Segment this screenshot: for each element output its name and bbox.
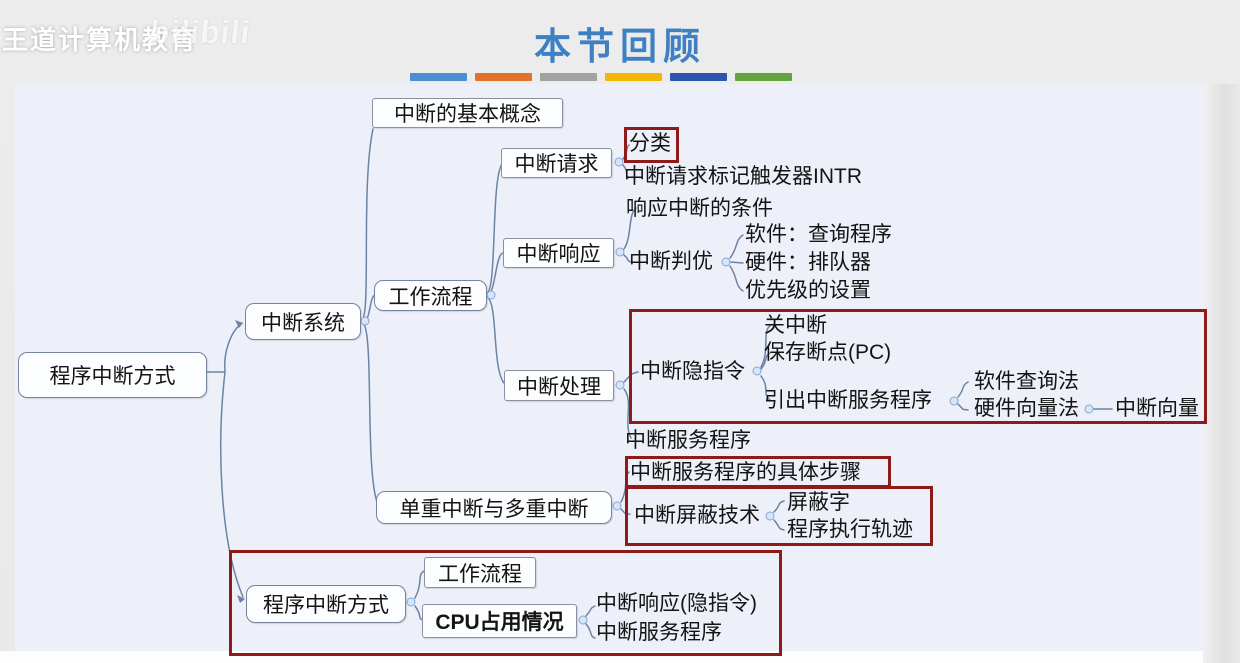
collapse-dot — [721, 257, 731, 267]
node-single-multiple: 单重中断与多重中断 — [376, 491, 612, 524]
label-masking-technology: 中断屏蔽技术 — [634, 504, 760, 527]
collapse-dot — [949, 396, 959, 406]
label-arbitration: 中断判优 — [629, 250, 713, 273]
label-isr-bottom: 中断服务程序 — [596, 621, 722, 644]
node-interrupt-response: 中断响应 — [503, 238, 614, 268]
node-interrupt-processing: 中断处理 — [504, 370, 614, 401]
node-cpu-usage: CPU占用情况 — [422, 604, 577, 638]
collapse-dot — [615, 247, 625, 257]
label-mask-word: 屏蔽字 — [787, 491, 850, 514]
label-hardware-vector-method: 硬件向量法 — [974, 397, 1079, 420]
label-save-breakpoint: 保存断点(PC) — [764, 341, 892, 364]
collapse-dot — [615, 380, 625, 390]
accent-bar-gray — [540, 73, 597, 81]
label-software-query-method: 软件查询法 — [974, 370, 1079, 393]
label-isr: 中断服务程序 — [625, 429, 751, 452]
node-workflow-top: 工作流程 — [374, 280, 487, 311]
label-priority-setting: 优先级的设置 — [745, 279, 871, 302]
collapse-dots — [360, 157, 1094, 625]
collapse-dot — [360, 316, 370, 326]
collapse-dot — [486, 290, 496, 300]
node-program-interrupt-mode: 程序中断方式 — [246, 585, 406, 623]
node-interrupt-system: 中断系统 — [245, 303, 361, 340]
label-lead-to-isr: 引出中断服务程序 — [764, 389, 932, 412]
label-implicit-instruction: 中断隐指令 — [640, 360, 745, 383]
node-interrupt-request: 中断请求 — [501, 148, 612, 178]
label-response-condition: 响应中断的条件 — [626, 197, 773, 220]
label-software-query-program: 软件：查询程序 — [745, 223, 892, 246]
node-basic-concept: 中断的基本概念 — [372, 98, 563, 128]
label-response-implicit: 中断响应(隐指令) — [596, 592, 757, 615]
label-disable-interrupt: 关中断 — [764, 314, 827, 337]
node-root: 程序中断方式 — [18, 352, 207, 398]
accent-bar-green — [735, 73, 792, 81]
arrowhead-icon — [235, 320, 245, 603]
label-interrupt-vector: 中断向量 — [1115, 397, 1199, 420]
brand-watermark: 王道计算机教育 — [2, 25, 199, 55]
collapse-dot — [578, 615, 588, 625]
collapse-dot — [765, 511, 775, 521]
label-execution-trace: 程序执行轨迹 — [787, 518, 913, 541]
label-classification: 分类 — [629, 132, 671, 155]
collapse-dot — [752, 366, 762, 376]
collapse-dot — [406, 597, 416, 607]
accent-bar-orange — [475, 73, 532, 81]
page-title: 本节回顾 — [534, 27, 706, 68]
accent-bar-yellow — [605, 73, 662, 81]
collapse-dot — [1084, 404, 1094, 414]
collapse-dot — [614, 157, 624, 167]
slide-edge-strip — [1203, 84, 1240, 663]
accent-bar-blue — [410, 73, 467, 81]
label-hardware-queue: 硬件：排队器 — [745, 251, 871, 274]
node-workflow-bottom: 工作流程 — [424, 557, 536, 588]
mindmap-canvas — [15, 84, 1203, 651]
label-intr-trigger: 中断请求标记触发器INTR — [624, 165, 862, 188]
collapse-dot — [612, 501, 622, 511]
accent-bar-navy — [670, 73, 727, 81]
label-isr-steps: 中断服务程序的具体步骤 — [630, 461, 861, 484]
